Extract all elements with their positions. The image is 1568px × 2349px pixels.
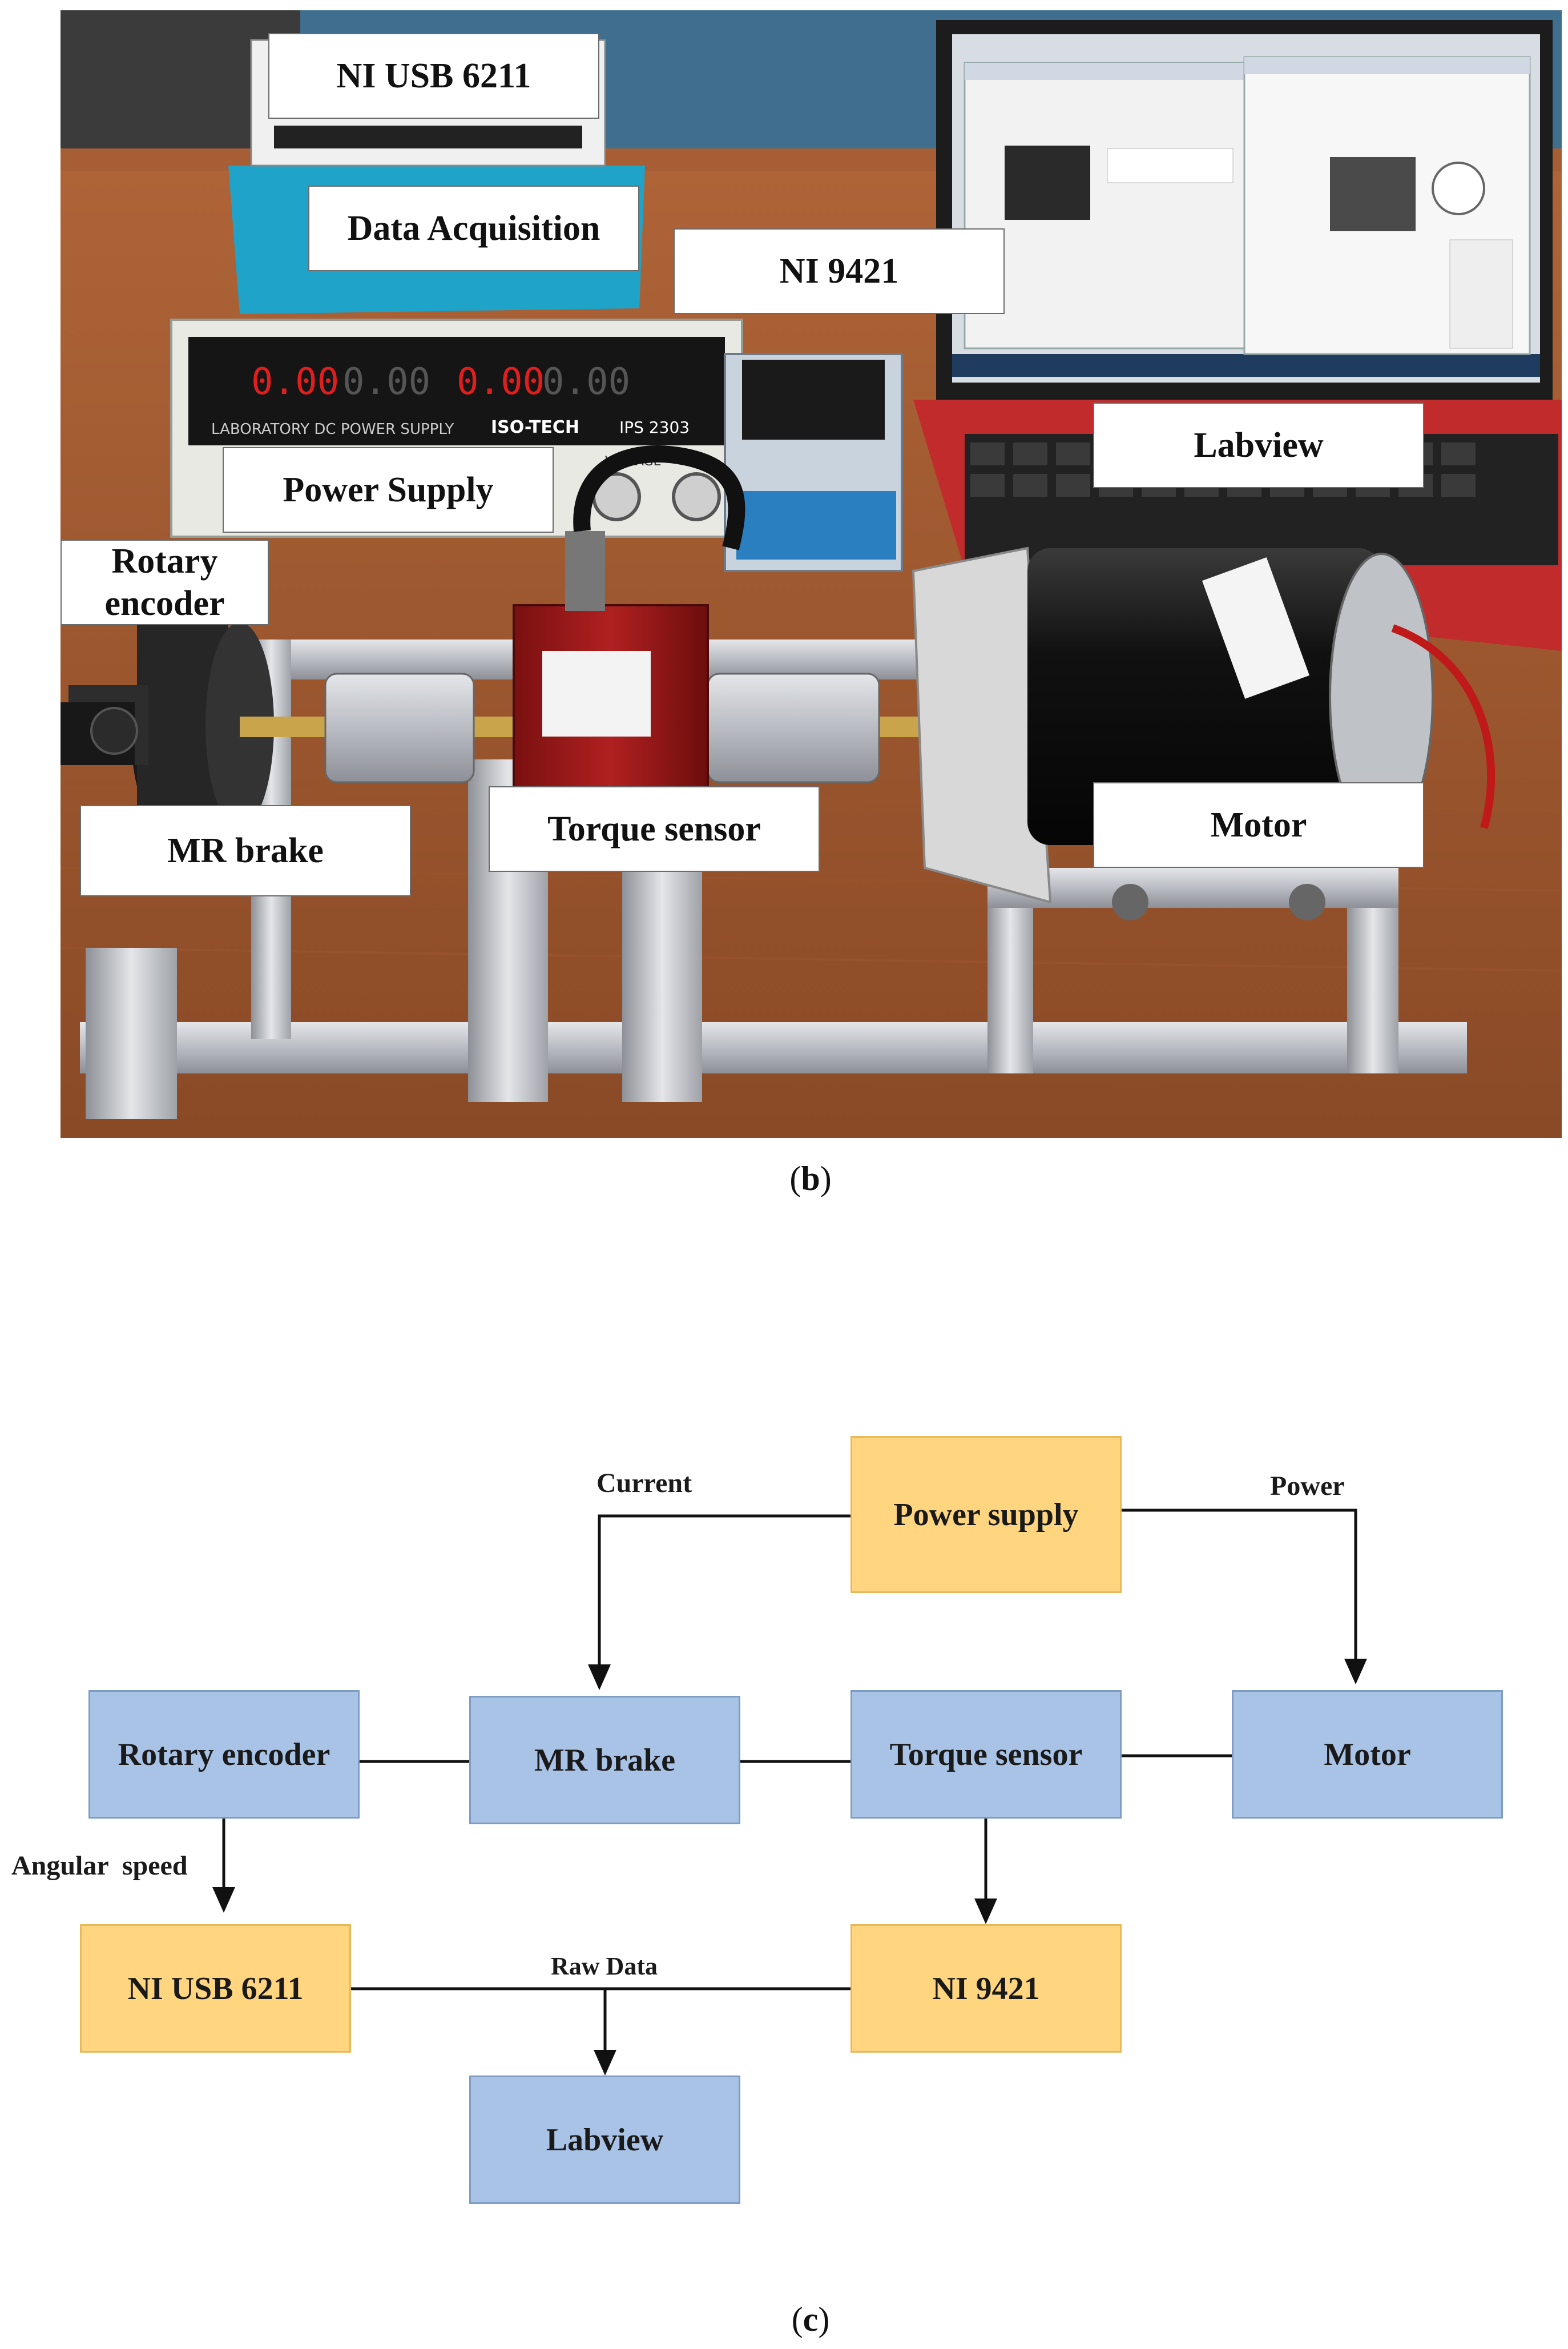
node-torque-sensor-label: Torque sensor	[889, 1736, 1083, 1772]
node-ni-usb-6211-label: NI USB 6211	[127, 1970, 304, 2006]
callout-power-supply: Power Supply	[223, 447, 554, 533]
edge-label-power: Power	[1270, 1471, 1345, 1501]
right-amps-readout: 0.00	[542, 361, 630, 403]
callout-mr-brake: MR brake	[80, 805, 411, 896]
callout-motor-text: Motor	[1210, 805, 1307, 844]
edge-power-supply-to-motor	[1122, 1509, 1367, 1684]
callout-motor: Motor	[1093, 782, 1424, 868]
callout-mr-brake-text: MR brake	[167, 831, 324, 870]
callout-ni-9421: NI 9421	[674, 228, 1005, 314]
callout-torque-sensor-text: Torque sensor	[547, 809, 761, 848]
node-ni-usb-6211: NI USB 6211	[80, 1924, 351, 2053]
callout-power-supply-text: Power Supply	[283, 470, 494, 509]
left-amps-readout: 0.00	[342, 361, 430, 403]
ni-9421-module	[724, 353, 903, 572]
callout-torque-sensor: Torque sensor	[489, 786, 820, 872]
node-motor: Motor	[1232, 1690, 1503, 1819]
edge-label-angular-speed: Angular speed	[11, 1851, 188, 1881]
node-rotary-encoder: Rotary encoder	[88, 1690, 360, 1819]
torque-sensor	[513, 445, 745, 789]
edge-power-supply-to-mr-brake	[588, 1514, 850, 1690]
node-power-supply-label: Power supply	[893, 1497, 1079, 1533]
caption-c-letter: c	[803, 2300, 819, 2338]
callout-labview: Labview	[1093, 403, 1424, 488]
callout-ni-usb-6211-text: NI USB 6211	[336, 56, 531, 95]
node-labview-label: Labview	[546, 2122, 664, 2158]
node-mr-brake-label: MR brake	[534, 1742, 676, 1778]
power-supply-model: IPS 2303	[619, 418, 690, 437]
callout-data-acquisition-text: Data Acquisition	[347, 208, 600, 248]
caption-c: (c)	[791, 2300, 830, 2338]
power-supply-brand: ISO-TECH	[491, 417, 579, 437]
right-volts-readout: 0.00	[457, 361, 545, 403]
node-motor-label: Motor	[1324, 1736, 1411, 1772]
node-power-supply: Power supply	[850, 1436, 1122, 1593]
callout-labview-text: Labview	[1194, 425, 1324, 465]
callout-rotary-encoder: Rotary encoder	[61, 540, 269, 625]
edge-label-current: Current	[596, 1468, 692, 1498]
node-torque-sensor: Torque sensor	[850, 1690, 1122, 1819]
node-ni-9421-label: NI 9421	[932, 1970, 1040, 2006]
caption-b-letter: b	[801, 1160, 820, 1197]
callout-ni-usb-6211: NI USB 6211	[268, 33, 599, 119]
callout-ni-9421-text: NI 9421	[779, 251, 899, 291]
node-mr-brake: MR brake	[469, 1696, 740, 1824]
callout-data-acquisition: Data Acquisition	[308, 186, 639, 271]
power-supply-device-label: LABORATORY DC POWER SUPPLY	[211, 421, 454, 438]
rotary-encoder	[61, 702, 138, 765]
node-rotary-encoder-label: Rotary encoder	[118, 1736, 330, 1772]
edge-label-raw-data: Raw Data	[551, 1952, 658, 1980]
node-ni-9421: NI 9421	[850, 1924, 1122, 2053]
node-labview: Labview	[469, 2076, 740, 2204]
left-volts-readout: 0.00	[251, 361, 339, 403]
caption-b: (b)	[789, 1160, 832, 1197]
callout-rotary-encoder-text: Rotary encoder	[104, 541, 225, 623]
